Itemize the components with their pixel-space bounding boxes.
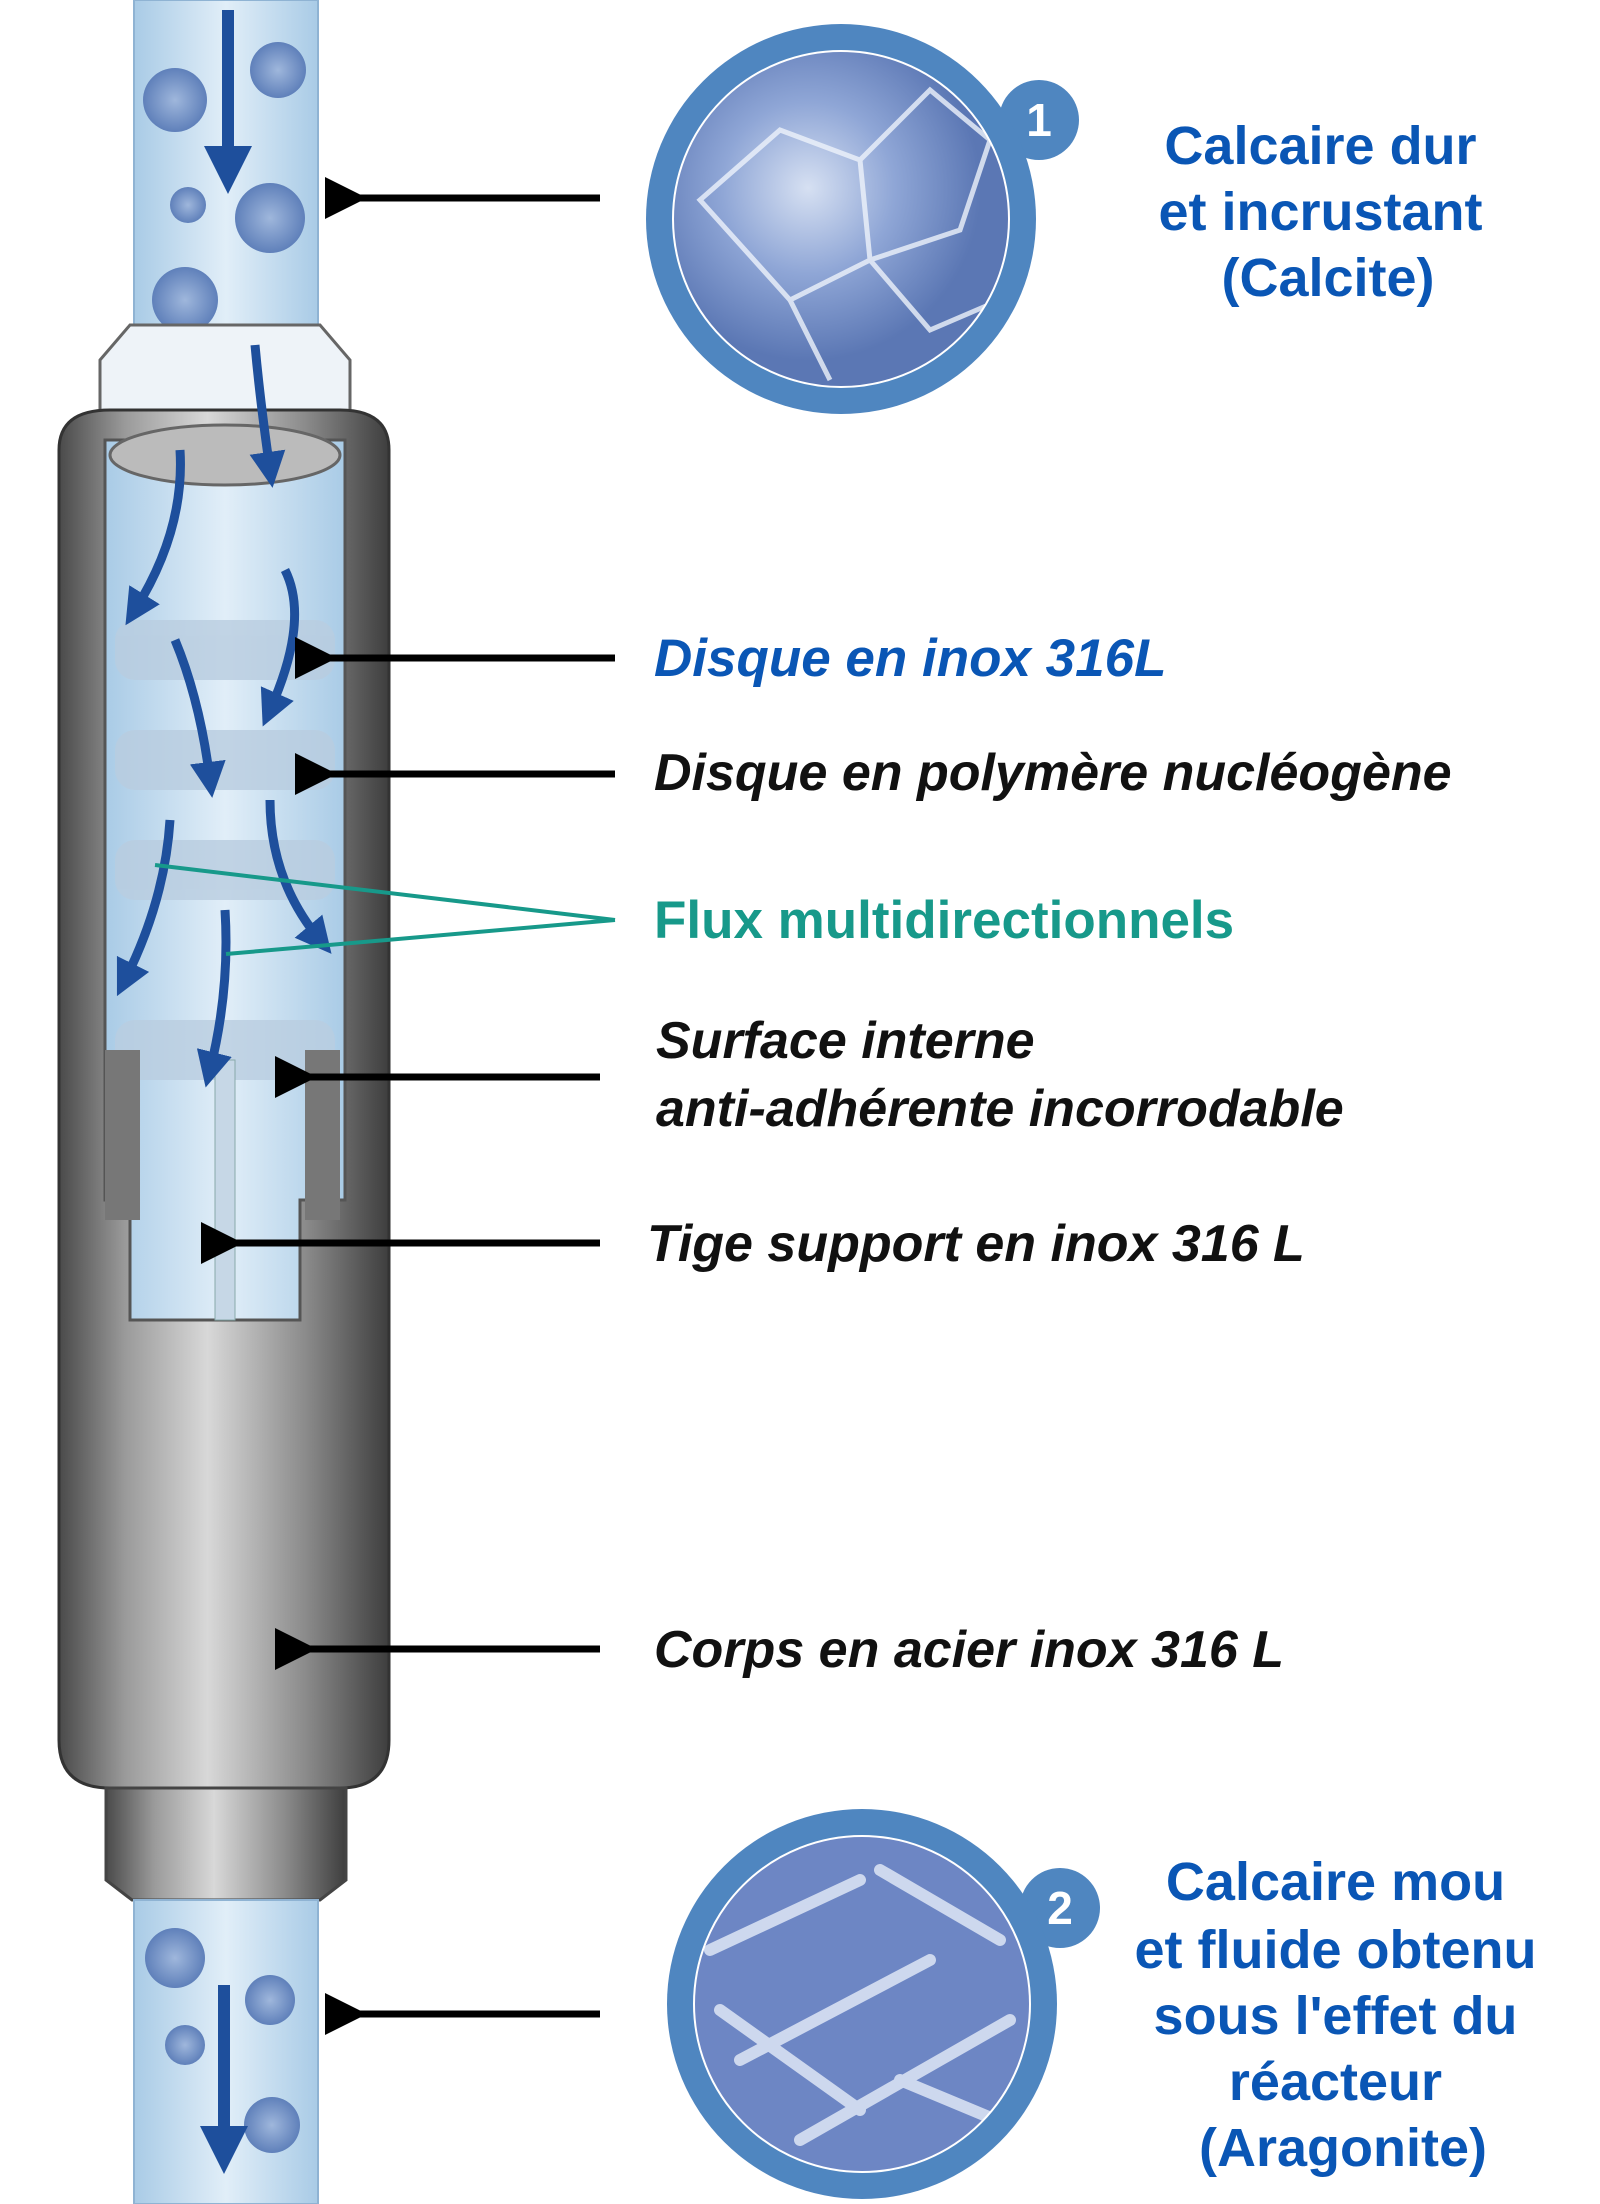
flow-arrows-icon (116, 344, 332, 1088)
bottom-nut (104, 1786, 348, 1902)
label-surface-line2: anti-adhérente incorrodable (656, 1080, 1344, 1138)
label-flux: Flux multidirectionnels (654, 891, 1234, 950)
calcite-caption: Calcaire dur et incrustant (Calcite) (1158, 116, 1497, 308)
aragonite-caption: Calcaire mou et fluide obtenu sous l'eff… (1135, 1852, 1552, 2178)
pointer-arrows (201, 177, 615, 2035)
label-tige: Tige support en inox 316 L (647, 1215, 1305, 1273)
badge-1: 1 (1026, 94, 1052, 146)
badge-2: 2 (1047, 1882, 1073, 1934)
aragonite-magnified-image: 2 (667, 1809, 1100, 2199)
label-corps: Corps en acier inox 316 L (654, 1621, 1284, 1679)
label-disque-inox: Disque en inox 316L (654, 629, 1166, 688)
top-nut (98, 323, 352, 422)
label-surface-line1: Surface interne (656, 1012, 1035, 1070)
calcite-magnified-image: 1 (646, 24, 1079, 414)
flux-pointer-lines (154, 863, 616, 956)
reactor-body (57, 344, 391, 1790)
label-disque-polymere: Disque en polymère nucléogène (654, 744, 1452, 802)
outlet-pipe (133, 1899, 319, 2204)
